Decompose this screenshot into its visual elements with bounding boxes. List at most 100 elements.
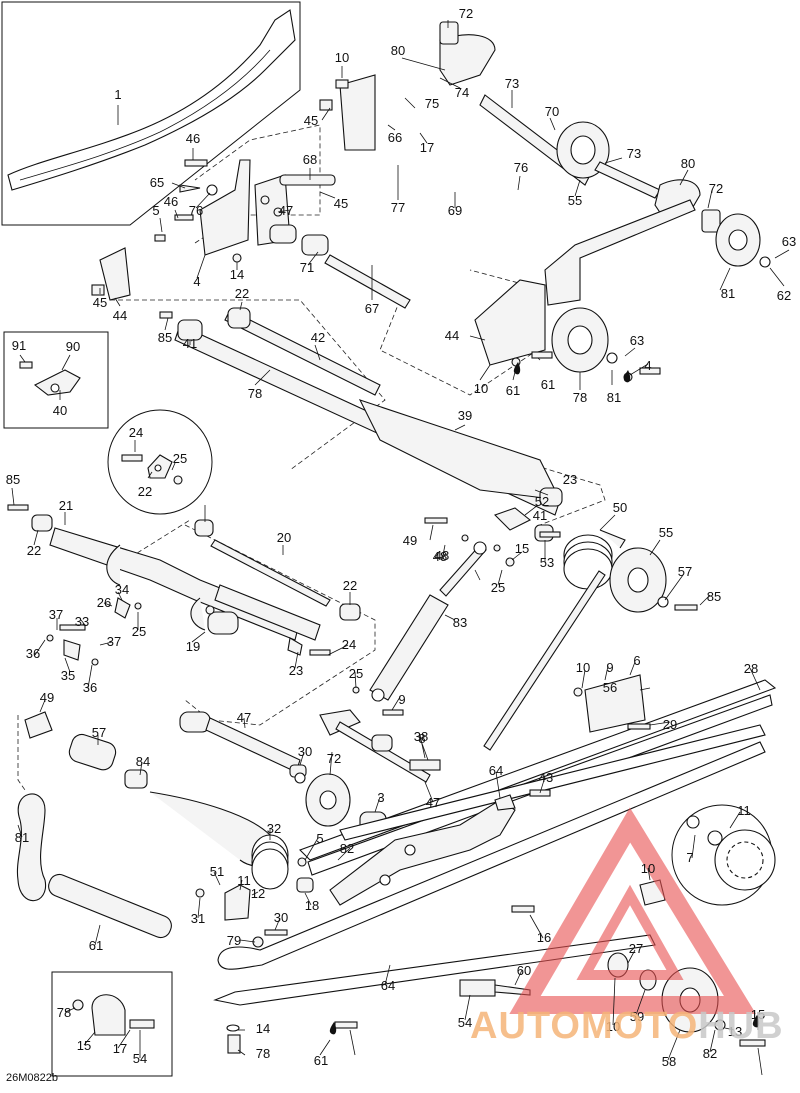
- watermark-triangle: [509, 807, 757, 1014]
- callout-82: 82: [340, 841, 354, 856]
- callout-7: 7: [686, 850, 693, 865]
- callout-21: 21: [59, 498, 73, 513]
- torsion-spring-50: [483, 529, 698, 751]
- callout-76: 76: [514, 160, 528, 175]
- callout-10: 10: [474, 381, 488, 396]
- callout-15: 15: [751, 1007, 765, 1022]
- callout-17: 17: [420, 140, 434, 155]
- callout-40: 40: [53, 403, 67, 418]
- callout-37: 37: [49, 607, 63, 622]
- callout-41: 41: [183, 336, 197, 351]
- callout-78: 78: [573, 390, 587, 405]
- callout-19: 19: [186, 639, 200, 654]
- drawing-code: 26M0822b: [6, 1072, 58, 1084]
- callout-33: 33: [75, 614, 89, 629]
- callout-81: 81: [721, 286, 735, 301]
- callout-82: 82: [703, 1046, 717, 1061]
- callout-68: 68: [303, 152, 317, 167]
- callout-75: 75: [425, 96, 439, 111]
- rear-arm-assembly: [179, 686, 441, 835]
- callout-73: 73: [627, 146, 641, 161]
- inset-box-10-13-15-14: [51, 971, 173, 1077]
- callout-32: 32: [267, 821, 281, 836]
- callout-58: 58: [662, 1054, 676, 1069]
- callout-78: 78: [256, 1046, 270, 1061]
- callout-83: 83: [453, 615, 467, 630]
- callout-71: 71: [300, 260, 314, 275]
- inset-circle-81-82: [671, 804, 776, 906]
- callout-72: 72: [709, 181, 723, 196]
- callout-63: 63: [630, 333, 644, 348]
- callout-10: 10: [576, 660, 590, 675]
- callout-23: 23: [289, 663, 303, 678]
- callout-15: 15: [515, 541, 529, 556]
- callout-91: 91: [12, 338, 26, 353]
- callout-49: 49: [40, 690, 54, 705]
- callout-18: 18: [305, 898, 319, 913]
- front-arm-21: [7, 504, 361, 666]
- callout-29: 29: [663, 717, 677, 732]
- callout-16: 16: [537, 930, 551, 945]
- callout-77: 77: [391, 200, 405, 215]
- callout-63: 63: [782, 234, 796, 249]
- callout-47: 47: [237, 710, 251, 725]
- oil-drop-icon: [513, 362, 521, 375]
- callout-79: 79: [227, 933, 241, 948]
- callout-5: 5: [316, 831, 323, 846]
- callout-14: 14: [230, 267, 244, 282]
- callout-9: 9: [398, 692, 405, 707]
- callout-10: 10: [641, 861, 655, 876]
- callout-38: 38: [414, 729, 428, 744]
- callout-25: 25: [132, 624, 146, 639]
- callout-50: 50: [613, 500, 627, 515]
- callout-5: 5: [152, 203, 159, 218]
- callout-76: 76: [189, 203, 203, 218]
- callout-22: 22: [235, 286, 249, 301]
- callout-43: 43: [539, 770, 553, 785]
- callout-24: 24: [129, 425, 143, 440]
- left-side-parts: [16, 711, 341, 948]
- callout-55: 55: [659, 525, 673, 540]
- callout-64: 64: [381, 978, 395, 993]
- callout-49: 49: [403, 533, 417, 548]
- callout-47: 47: [279, 203, 293, 218]
- callout-28: 28: [744, 661, 758, 676]
- callout-42: 42: [311, 330, 325, 345]
- callout-61: 61: [506, 383, 520, 398]
- callout-90: 90: [66, 339, 80, 354]
- callout-3: 3: [377, 790, 384, 805]
- inset-circle-24-25-23: [107, 409, 213, 515]
- callout-36: 36: [83, 680, 97, 695]
- callout-45: 45: [93, 295, 107, 310]
- callout-1: 1: [114, 87, 121, 102]
- callout-80: 80: [391, 43, 405, 58]
- callout-59: 59: [630, 1009, 644, 1024]
- callout-53: 53: [540, 555, 554, 570]
- callout-8: 8: [418, 731, 425, 746]
- callout-34: 34: [115, 582, 129, 597]
- callout-10: 10: [335, 50, 349, 65]
- callout-15: 15: [77, 1038, 91, 1053]
- callout-61: 61: [541, 377, 555, 392]
- callout-81: 81: [607, 390, 621, 405]
- callout-41: 41: [533, 508, 547, 523]
- callout-23: 23: [563, 472, 577, 487]
- callout-11: 11: [237, 873, 251, 888]
- callout-30: 30: [298, 744, 312, 759]
- callout-17: 17: [113, 1041, 127, 1056]
- callout-37: 37: [107, 634, 121, 649]
- callout-30: 30: [274, 910, 288, 925]
- callout-72: 72: [327, 751, 341, 766]
- oil-drop-icon: [752, 1015, 760, 1028]
- callout-67: 67: [365, 301, 379, 316]
- callout-61: 61: [314, 1053, 328, 1068]
- callout-78: 78: [57, 1005, 71, 1020]
- callout-46: 46: [164, 194, 178, 209]
- callout-14: 14: [256, 1021, 270, 1036]
- callout-72: 72: [459, 6, 473, 21]
- callout-11: 11: [737, 803, 751, 818]
- callout-47: 47: [426, 795, 440, 810]
